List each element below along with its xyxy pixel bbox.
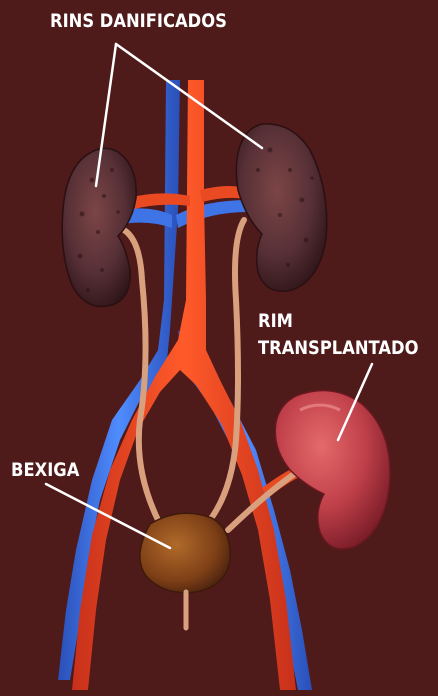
transplanted-kidney xyxy=(275,391,390,549)
damaged-kidneys-label: RINS DANIFICADOS xyxy=(50,8,227,35)
right-damaged-kidney xyxy=(236,124,326,291)
transplanted-kidney-label-line2: TRANSPLANTADO xyxy=(258,335,419,362)
bladder-label: BEXIGA xyxy=(11,457,79,484)
transplanted-kidney-label-line1: RIM xyxy=(258,308,419,335)
transplanted-kidney-label: RIM TRANSPLANTADO xyxy=(258,308,419,362)
bladder xyxy=(140,513,230,628)
